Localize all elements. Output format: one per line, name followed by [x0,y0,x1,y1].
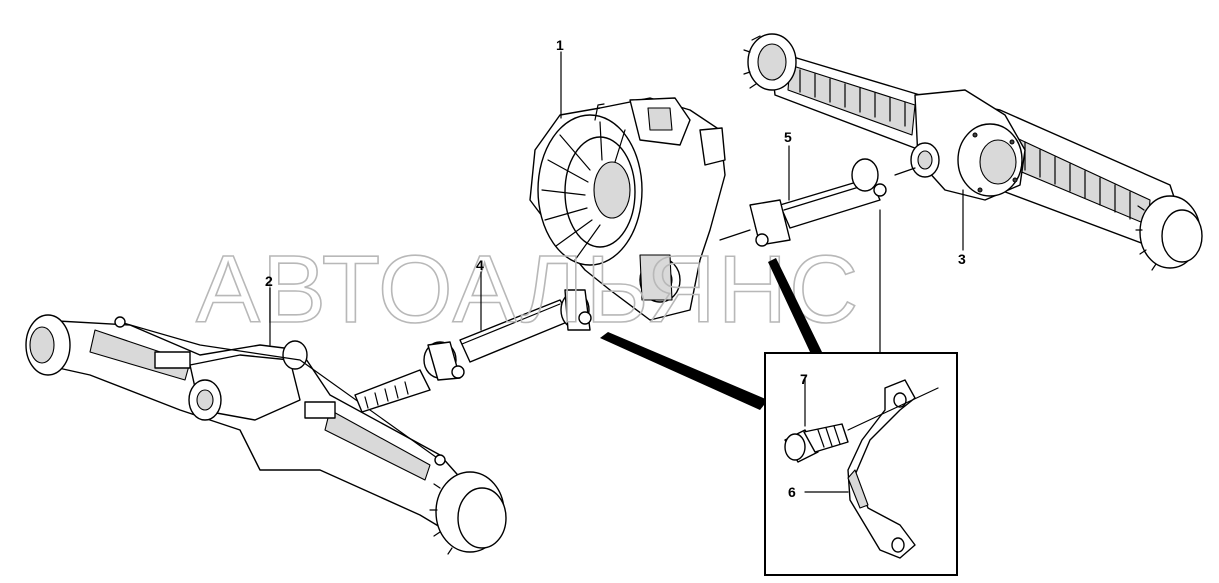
rear-axle-ribs [799,69,1131,220]
detail-inset [764,352,958,576]
pointer-wedge-rear-a [768,258,822,352]
strap-clamp [847,379,916,559]
leader-lines [269,51,964,410]
callout-5: 5 [784,129,792,145]
pointer-wedge-front [600,332,768,410]
gearbox [529,97,726,321]
inset-frame [764,352,958,576]
watermark: АВТОАЛЬЯНС [196,236,860,343]
callout-6: 6 [788,484,796,500]
callout-1: 1 [556,37,564,53]
bolt [784,423,849,463]
front-axle [25,314,507,555]
callout-3: 3 [958,251,966,267]
propeller-shaft-front [354,289,592,413]
callout-7: 7 [800,371,808,387]
callout-2: 2 [265,273,273,289]
propeller-shaft-rear [719,158,916,247]
callout-4: 4 [476,257,484,273]
rear-axle [743,33,1203,271]
